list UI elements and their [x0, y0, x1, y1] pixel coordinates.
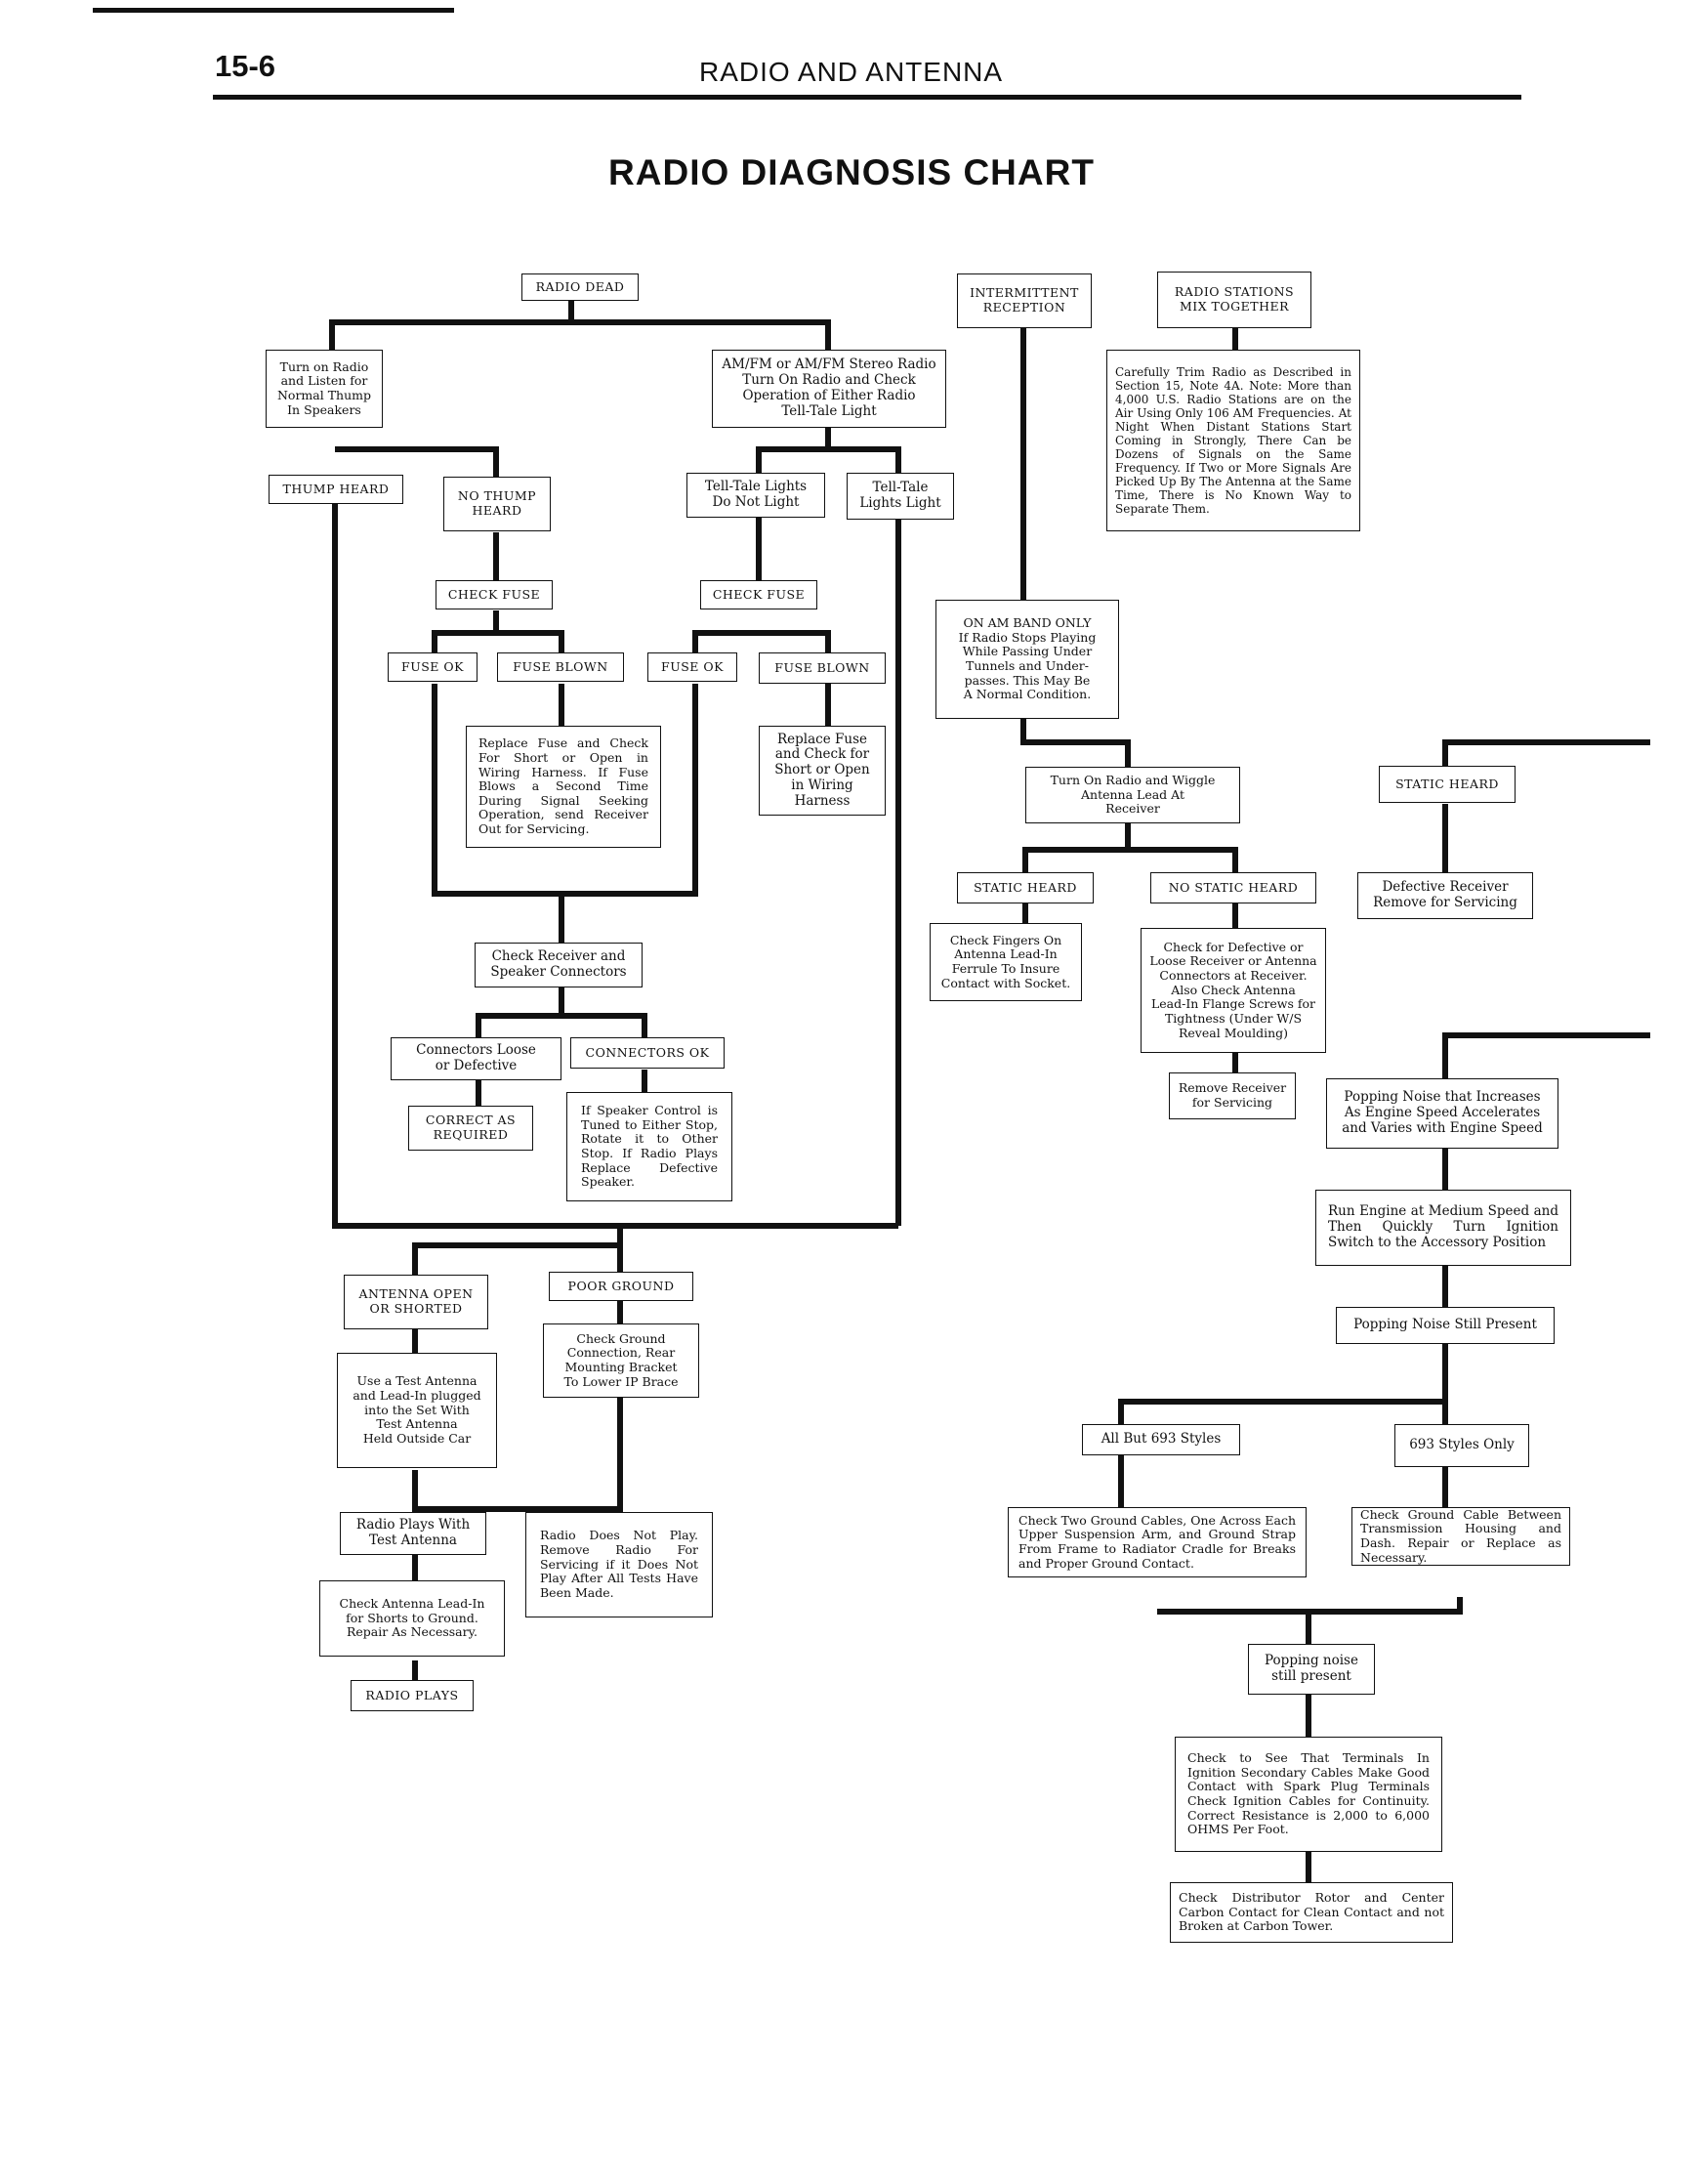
fuse-blown-left-box: FUSE BLOWN: [497, 652, 624, 682]
check-antenna-leadin-box: Check Antenna Lead-In for Shorts to Grou…: [319, 1580, 505, 1657]
connectors-ok-box: CONNECTORS OK: [570, 1037, 725, 1069]
popping-still-present-box: Popping Noise Still Present: [1336, 1307, 1555, 1344]
am-fm-stereo-box: AM/FM or AM/FM Stereo Radio Turn On Radi…: [712, 350, 946, 428]
defective-receiver-box: Defective Receiver Remove for Servicing: [1357, 872, 1533, 919]
section-title: RADIO AND ANTENNA: [699, 57, 1004, 87]
wiggle-antenna-box: Turn On Radio and Wiggle Antenna Lead At…: [1025, 767, 1240, 823]
header-bottom-rule: [213, 95, 1521, 100]
antenna-open-box: ANTENNA OPEN OR SHORTED: [344, 1275, 488, 1329]
radio-plays-box: RADIO PLAYS: [351, 1680, 474, 1711]
page-number: 15-6: [215, 49, 276, 83]
am-band-only-box: ON AM BAND ONLY If Radio Stops Playing W…: [935, 600, 1119, 719]
remove-receiver-box: Remove Receiver for Servicing: [1169, 1072, 1296, 1119]
static-heard-left-box: STATIC HEARD: [957, 872, 1094, 903]
radio-plays-test-box: Radio Plays With Test Antenna: [340, 1512, 486, 1555]
poor-ground-box: POOR GROUND: [549, 1272, 693, 1301]
check-two-ground-box: Check Two Ground Cables, One Across Each…: [1008, 1507, 1307, 1577]
check-terminals-box: Check to See That Terminals In Ignition …: [1175, 1737, 1442, 1852]
no-static-heard-box: NO STATIC HEARD: [1150, 872, 1316, 903]
turn-on-radio-box: Turn on Radio and Listen for Normal Thum…: [266, 350, 383, 428]
fuse-ok-right-box: FUSE OK: [647, 652, 737, 682]
fuse-blown-right-box: FUSE BLOWN: [759, 652, 886, 684]
connectors-loose-box: Connectors Loose or Defective: [391, 1037, 561, 1080]
replace-fuse-harness-box: Replace Fuse and Check For Short or Open…: [466, 726, 661, 848]
radio-not-play-box: Radio Does Not Play. Remove Radio For Se…: [525, 1512, 713, 1617]
replace-fuse-short-box: Replace Fuse and Check for Short or Open…: [759, 726, 886, 816]
radio-dead-box: RADIO DEAD: [521, 273, 639, 301]
no-thump-heard-box: NO THUMP HEARD: [443, 477, 551, 531]
thump-heard-box: THUMP HEARD: [269, 475, 403, 504]
stations-mix-box: RADIO STATIONS MIX TOGETHER: [1157, 272, 1311, 328]
speaker-control-box: If Speaker Control is Tuned to Either St…: [566, 1092, 732, 1201]
check-fuse-right-box: CHECK FUSE: [700, 580, 817, 609]
use-test-antenna-box: Use a Test Antenna and Lead-In plugged i…: [337, 1353, 497, 1468]
styles-693-only-box: 693 Styles Only: [1394, 1424, 1529, 1467]
check-receiver-box: Check Receiver and Speaker Connectors: [475, 943, 643, 987]
run-engine-box: Run Engine at Medium Speed and Then Quic…: [1315, 1190, 1571, 1266]
correct-as-required-box: CORRECT AS REQUIRED: [408, 1106, 533, 1151]
chart-title: RADIO DIAGNOSIS CHART: [608, 152, 1095, 192]
popping-noise-box: Popping Noise that Increases As Engine S…: [1326, 1078, 1558, 1149]
check-distributor-box: Check Distributor Rotor and Center Carbo…: [1170, 1882, 1453, 1943]
all-but-693-box: All But 693 Styles: [1082, 1424, 1240, 1455]
check-defective-box: Check for Defective or Loose Receiver or…: [1141, 928, 1326, 1053]
popping-still-present-2-box: Popping noise still present: [1248, 1644, 1375, 1695]
check-fingers-box: Check Fingers On Antenna Lead-In Ferrule…: [930, 923, 1082, 1001]
fuse-ok-left-box: FUSE OK: [388, 652, 478, 682]
intermittent-reception-box: INTERMITTENT RECEPTION: [957, 273, 1092, 328]
check-ground-box: Check Ground Connection, Rear Mounting B…: [543, 1323, 699, 1398]
static-heard-right-box: STATIC HEARD: [1379, 766, 1516, 803]
check-fuse-left-box: CHECK FUSE: [436, 580, 553, 609]
tell-tale-light-box: Tell-Tale Lights Light: [847, 473, 954, 520]
trim-radio-box: Carefully Trim Radio as Described in Sec…: [1106, 350, 1360, 531]
tell-tale-no-light-box: Tell-Tale Lights Do Not Light: [686, 473, 825, 518]
header-top-rule: [93, 8, 454, 13]
check-ground-cable-box: Check Ground Cable Between Transmission …: [1351, 1507, 1570, 1566]
